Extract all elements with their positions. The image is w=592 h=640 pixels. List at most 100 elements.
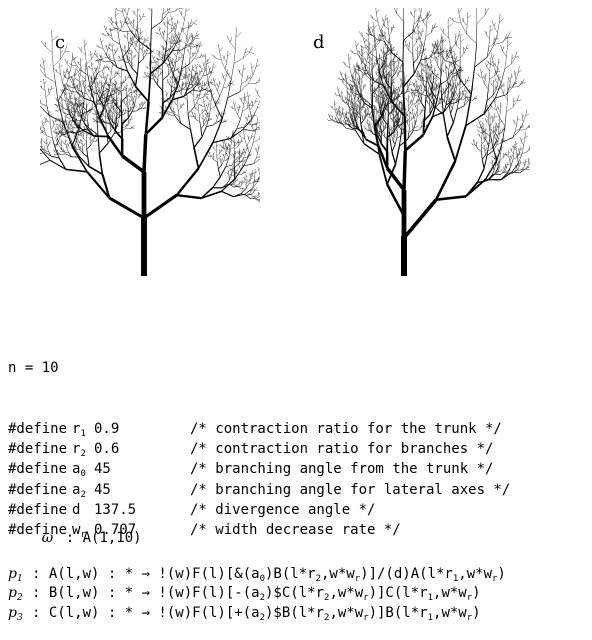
branch-segment: [129, 20, 131, 24]
branch-segment: [197, 46, 199, 48]
branch-segment: [109, 17, 112, 21]
branch-segment: [240, 73, 243, 77]
branch-segment: [143, 54, 146, 59]
branch-segment: [211, 68, 213, 74]
branch-segment: [355, 75, 356, 81]
branch-segment: [151, 11, 152, 29]
branch-segment: [360, 113, 361, 118]
branch-segment: [102, 116, 103, 118]
branch-segment: [238, 156, 239, 158]
branch-segment: [91, 53, 93, 55]
branch-segment: [77, 87, 79, 89]
branch-segment: [111, 67, 112, 73]
branch-segment: [132, 52, 133, 53]
branch-segment: [174, 74, 175, 75]
branch-segment: [118, 87, 121, 91]
branch-segment: [132, 68, 137, 74]
branch-segment: [136, 86, 149, 101]
branch-segment: [170, 99, 171, 101]
branch-segment: [245, 48, 247, 53]
branch-segment: [217, 116, 218, 118]
branch-segment: [213, 78, 214, 82]
branch-segment: [40, 126, 41, 129]
branch-segment: [79, 64, 81, 66]
branch-segment: [110, 127, 112, 128]
branch-segment: [210, 67, 211, 70]
branch-segment: [222, 161, 224, 165]
branch-segment: [256, 149, 257, 151]
branch-segment: [206, 117, 207, 121]
branch-segment: [252, 69, 253, 75]
branch-segment: [111, 114, 112, 117]
branch-segment: [67, 123, 68, 124]
branch-segment: [256, 59, 258, 66]
branch-segment: [104, 78, 106, 83]
branch-segment: [109, 69, 112, 72]
branch-segment: [188, 90, 189, 91]
branch-segment: [134, 97, 135, 99]
branch-segment: [397, 65, 398, 67]
branch-segment: [116, 84, 117, 87]
branch-segment: [136, 97, 139, 99]
branch-segment: [362, 118, 363, 121]
branch-segment: [206, 59, 210, 63]
branch-segment: [203, 70, 206, 76]
branch-segment: [252, 66, 255, 69]
branch-segment: [137, 20, 140, 24]
branch-segment: [168, 11, 175, 12]
branch-segment: [343, 109, 344, 111]
branch-segment: [112, 47, 113, 51]
branch-segment: [102, 85, 103, 87]
branch-segment: [235, 180, 236, 182]
branch-segment: [77, 62, 78, 64]
branch-segment: [123, 111, 124, 113]
branch-segment: [196, 66, 198, 68]
branch-segment: [238, 142, 240, 143]
branch-segment: [44, 60, 46, 63]
branch-segment: [177, 68, 178, 70]
branch-segment: [83, 81, 84, 84]
branch-segment: [136, 74, 138, 86]
branch-segment: [177, 43, 179, 45]
branch-segment: [125, 37, 128, 39]
branch-segment: [242, 70, 243, 76]
branch-segment: [41, 140, 43, 141]
branch-segment: [167, 65, 168, 67]
branch-segment: [194, 51, 195, 53]
branch-segment: [81, 106, 82, 108]
branch-segment: [176, 60, 179, 62]
branch-segment: [109, 67, 110, 70]
branch-segment: [68, 98, 69, 101]
branch-segment: [74, 60, 77, 65]
branch-segment: [118, 33, 120, 44]
branch-segment: [105, 78, 106, 80]
branch-segment: [163, 22, 165, 25]
branch-segment: [41, 67, 45, 70]
branch-segment: [248, 92, 249, 97]
branch-segment: [145, 76, 147, 77]
branch-segment: [252, 124, 253, 128]
branch-segment: [400, 107, 402, 109]
branch-segment: [45, 91, 46, 98]
branch-segment: [362, 64, 364, 70]
branch-segment: [222, 113, 223, 114]
branch-segment: [146, 102, 149, 134]
branch-segment: [187, 81, 188, 84]
branch-segment: [85, 114, 86, 118]
branch-segment: [251, 174, 252, 178]
branch-segment: [202, 111, 204, 114]
branch-segment: [75, 107, 77, 113]
branch-segment: [246, 183, 249, 188]
branch-segment: [218, 169, 220, 177]
branch-segment: [82, 135, 83, 136]
branch-segment: [129, 53, 130, 55]
branch-segment: [145, 108, 146, 109]
branch-segment: [156, 71, 158, 72]
branch-segment: [70, 123, 71, 126]
branch-segment: [61, 154, 65, 155]
branch-segment: [244, 130, 247, 133]
branch-segment: [158, 75, 160, 76]
branch-segment: [181, 57, 183, 70]
branch-segment: [91, 95, 92, 100]
branch-segment: [106, 120, 109, 122]
